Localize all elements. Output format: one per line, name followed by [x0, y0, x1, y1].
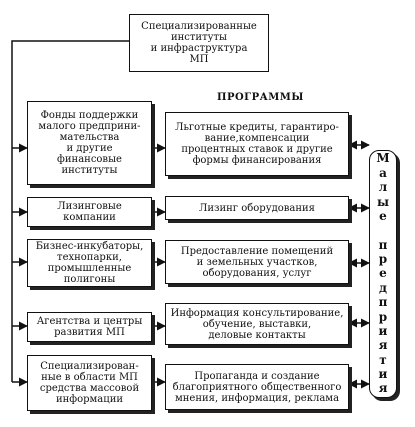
- vertical-letter: М: [376, 151, 390, 166]
- program-box-premises: Предоставление помещений и земельных уча…: [165, 240, 349, 284]
- program-box-consulting: Информация консультирование, обучение, в…: [165, 303, 349, 345]
- vertical-letter: я: [378, 338, 388, 353]
- vertical-letter: и: [378, 323, 388, 338]
- program-box-leasing: Лизинг оборудования: [165, 196, 349, 220]
- vertical-letter: д: [379, 280, 387, 295]
- main-spine: [11, 40, 129, 382]
- vertical-letter: п: [378, 237, 388, 252]
- vertical-letter: р: [378, 309, 388, 324]
- vertical-letter: а: [379, 165, 387, 180]
- left-box-funds: Фонды поддержки малого предприни- матель…: [27, 101, 152, 185]
- vertical-letter: е: [379, 208, 387, 223]
- program-box-financing: Льготные кредиты, гарантиро- вание,компе…: [165, 112, 349, 176]
- left-box-incubators: Бизнес-инкубаторы, технопарки, промышлен…: [27, 239, 152, 287]
- vertical-letter: и: [378, 367, 388, 381]
- vertical-letter: р: [378, 252, 388, 266]
- programs-title: ПРОГРАММЫ: [217, 92, 304, 103]
- vertical-letter: т: [379, 352, 387, 367]
- vertical-letter: [381, 224, 385, 237]
- left-box-media: Специализирован- ные в области МП средст…: [27, 355, 152, 411]
- top-box-institutes: Специализированные институты и инфрастру…: [129, 14, 269, 72]
- vertical-letter: л: [378, 180, 388, 195]
- vertical-letter: я: [378, 381, 388, 396]
- left-box-agencies: Агентства и центры развития МП: [27, 312, 152, 342]
- vertical-letter: п: [378, 295, 388, 310]
- vertical-letter: ы: [376, 194, 390, 209]
- program-box-propaganda: Пропаганда и создание благоприятного общ…: [165, 364, 349, 410]
- left-box-leasing: Лизинговые компании: [27, 197, 152, 227]
- vertical-letter: е: [379, 266, 387, 281]
